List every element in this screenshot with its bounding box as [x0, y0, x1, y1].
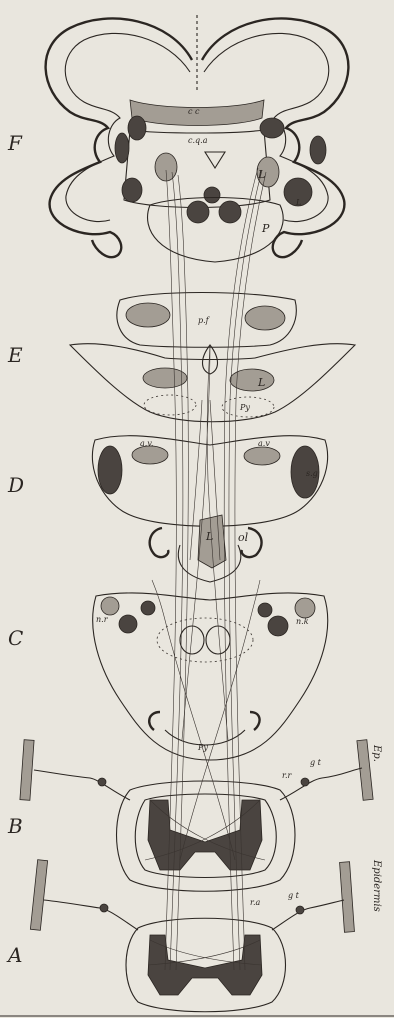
nucleus-left-lower: [122, 178, 142, 202]
label-gt-lower: g t: [288, 891, 300, 900]
b-gray-matter: [148, 800, 262, 870]
label-av-right: a.v: [258, 439, 270, 448]
label-py-e: Py: [239, 403, 250, 412]
nucleus-right-upper: [260, 118, 284, 138]
section-letter-f: F: [7, 131, 23, 155]
c-nucleus-left-2: [119, 615, 137, 633]
b-epidermis-right: [357, 740, 373, 801]
b-epidermis-left: [20, 740, 34, 801]
b-root-left: [34, 770, 130, 800]
nucleus-center-1: [187, 201, 209, 223]
section-letter-c: C: [8, 626, 23, 650]
b-root-right: [280, 768, 362, 800]
label-py-c: Py: [197, 743, 208, 752]
c-dotted-oval: [157, 618, 253, 662]
label-gt-right: g t: [310, 758, 322, 767]
label-sg: s.g: [306, 469, 318, 478]
av-left: [132, 446, 168, 464]
a-root-right: [272, 900, 344, 930]
c-nucleus-right-2: [268, 616, 288, 636]
cerebellar-left-lobe: [126, 303, 170, 327]
section-e: p.f L Py: [70, 293, 355, 422]
section-b: Ep. g t r.r: [20, 740, 382, 892]
label-l-f-left: L: [257, 168, 265, 181]
section-a: Epidermis g t r.a: [30, 859, 382, 1012]
a-epidermis-right: [340, 862, 355, 933]
label-cqa: c.q.a: [188, 136, 208, 145]
label-l-f-right: L: [295, 198, 301, 207]
nucleus-left-side: [115, 133, 129, 163]
label-cc: c c: [188, 107, 200, 116]
label-epidermis: Epidermis: [371, 859, 382, 912]
section-d: a.v. a.v s.g ol L: [92, 436, 327, 582]
olive-left: [150, 528, 169, 557]
c-hook-right: [250, 712, 260, 730]
c-inner-left: [180, 626, 204, 654]
label-rr: r.r: [282, 771, 292, 780]
label-nr: n.r: [96, 615, 109, 624]
a-epidermis-left: [30, 860, 47, 931]
c-pyramid-right: [205, 730, 245, 745]
b-ganglion-left: [98, 778, 106, 786]
a-root-left: [44, 900, 138, 930]
label-av-left: a.v.: [140, 439, 153, 448]
gray-mass-left-d: [98, 446, 122, 494]
c-nucleus-left-1: [141, 601, 155, 615]
c-nucleus-left-outer: [101, 597, 119, 615]
b-ganglion-right: [301, 778, 309, 786]
section-letter-e: E: [7, 343, 23, 367]
cerebellar-right-lobe: [245, 306, 285, 330]
c-nucleus-right-1: [258, 603, 272, 617]
c-hook-left: [149, 712, 160, 730]
lemniscus-left-e: [143, 368, 187, 388]
e-wing-outline: [70, 344, 355, 422]
label-nk: n.k: [296, 617, 309, 626]
av-right: [244, 447, 280, 465]
section-c: n.r n.k Py: [93, 593, 328, 760]
section-f: c c c.q.a L L P: [46, 15, 349, 262]
a-ganglion-left: [100, 904, 108, 912]
label-l-d: L: [205, 530, 213, 543]
label-ep: Ep.: [371, 744, 382, 762]
c-inner-right: [206, 626, 230, 654]
label-ra: r.a: [250, 898, 260, 907]
c-nucleus-right-outer: [295, 598, 315, 618]
label-p: P: [261, 222, 270, 235]
a-ganglion-right: [296, 906, 304, 914]
label-ol: ol: [238, 531, 249, 544]
nucleus-center-3: [204, 187, 220, 203]
nucleus-center-2: [219, 201, 241, 223]
b-outline: [117, 781, 296, 891]
section-letter-b: B: [7, 814, 23, 838]
nucleus-right-side: [310, 136, 326, 164]
section-letter-d: D: [7, 473, 24, 497]
label-pf: p.f: [198, 316, 211, 325]
lemniscus-left-f: [155, 153, 177, 181]
nucleus-left-upper: [128, 116, 146, 140]
section-letter-a: A: [6, 943, 22, 967]
label-l-e: L: [257, 376, 265, 389]
third-ventricle: [205, 152, 225, 168]
